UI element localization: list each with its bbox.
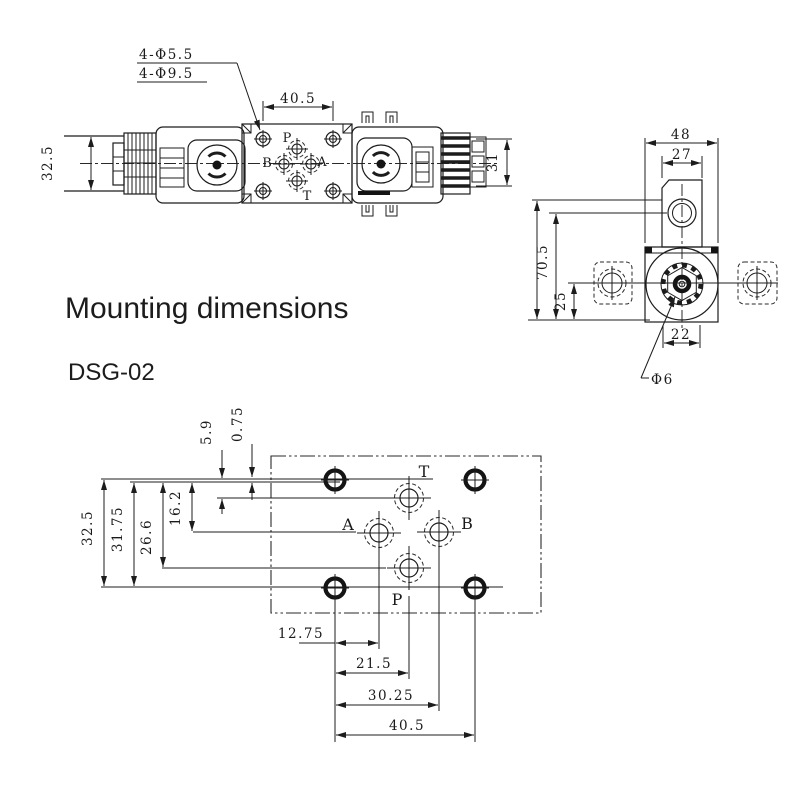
right-bezel-bar bbox=[358, 191, 390, 195]
mounting-label-a: A bbox=[341, 515, 354, 534]
valve-body-bolt-holes bbox=[254, 130, 342, 200]
dim-31-label: 31 bbox=[485, 152, 501, 172]
dim-30-25-label: 30.25 bbox=[368, 688, 414, 704]
mounting-port-a bbox=[357, 511, 401, 649]
castellated-ring bbox=[661, 263, 703, 305]
model-label: DSG-02 bbox=[68, 359, 155, 386]
phi6-label: Φ6 bbox=[651, 372, 674, 388]
body-port-b bbox=[273, 153, 295, 175]
right-ribbed-knob bbox=[440, 132, 471, 195]
port-label-t: T bbox=[303, 189, 312, 204]
hole-note-small-label: 4-Φ5.5 bbox=[139, 47, 194, 63]
bolt-hole-bottom-right bbox=[461, 574, 489, 602]
mounting-label-t: T bbox=[419, 462, 430, 481]
left-solenoid-housing bbox=[155, 126, 245, 204]
phi6-leader bbox=[640, 296, 676, 379]
mounting-label-b: B bbox=[461, 514, 473, 533]
center-hole-ring bbox=[672, 274, 692, 294]
mounting-outline bbox=[270, 455, 542, 614]
right-terminal-block bbox=[411, 146, 434, 188]
left-din-bezel bbox=[187, 139, 246, 192]
dim-21-5-label: 21.5 bbox=[356, 656, 392, 672]
dim-40-5-label: 40.5 bbox=[389, 718, 425, 734]
dim-16-2-label: 16.2 bbox=[168, 490, 184, 526]
body-port-a bbox=[300, 153, 322, 175]
mounting-port-p bbox=[387, 546, 431, 590]
connector-cover-tabs-top bbox=[361, 111, 398, 123]
dim-31-75-label: 31.75 bbox=[110, 506, 126, 552]
hole-note-leader bbox=[236, 62, 261, 131]
dim-32-5-left-label: 32.5 bbox=[40, 145, 56, 181]
dim-22-label: 22 bbox=[671, 327, 691, 343]
front-view: 32.5 bbox=[40, 47, 512, 217]
page-title: Mounting dimensions bbox=[65, 292, 349, 325]
side-nut-assembly bbox=[645, 247, 719, 321]
connector-cover-tabs-bottom bbox=[361, 205, 398, 217]
right-end-cap bbox=[469, 136, 487, 188]
bolt-hole-top-left bbox=[321, 466, 349, 494]
port-label-a: A bbox=[316, 155, 327, 170]
valve-body-corner-tabs bbox=[241, 123, 353, 204]
body-port-t bbox=[286, 170, 308, 192]
dim-40-5-top-label: 40.5 bbox=[280, 91, 316, 107]
hole-note-large-label: 4-Φ9.5 bbox=[139, 66, 194, 82]
port-label-p: P bbox=[283, 131, 292, 146]
dim-12-75-label: 12.75 bbox=[278, 626, 324, 642]
side-view: 70.5 25 48 27 bbox=[528, 127, 778, 388]
mounting-port-b bbox=[417, 510, 461, 711]
dim-32-5-label: 32.5 bbox=[80, 510, 96, 546]
dim-27-label: 27 bbox=[672, 147, 692, 163]
dim-0-75-label: 0.75 bbox=[230, 406, 246, 442]
bolt-hole-bottom-left bbox=[321, 574, 349, 602]
dim-26-6-label: 26.6 bbox=[139, 519, 155, 555]
side-top-tab bbox=[661, 179, 703, 248]
bolt-hole-top-right bbox=[461, 466, 489, 494]
mounting-pattern-view: 32.5 31.75 26.6 16.2 5.9 0.75 bbox=[80, 406, 542, 742]
dim-70-5-label: 70.5 bbox=[535, 244, 551, 280]
body-port-p bbox=[286, 138, 308, 160]
left-terminal-block bbox=[159, 147, 185, 188]
left-ribbed-knob bbox=[123, 132, 157, 195]
dim-5-9-label: 5.9 bbox=[199, 419, 215, 445]
port-label-b: B bbox=[262, 156, 272, 171]
dim-48-label: 48 bbox=[671, 127, 691, 143]
dim-25-label: 25 bbox=[553, 291, 569, 311]
mounting-port-t bbox=[387, 476, 431, 520]
right-din-connector bbox=[361, 144, 401, 184]
nut-hexagon bbox=[667, 266, 697, 302]
left-din-connector bbox=[196, 144, 238, 186]
mounting-label-p: P bbox=[392, 590, 403, 609]
right-solenoid-housing bbox=[351, 126, 444, 204]
